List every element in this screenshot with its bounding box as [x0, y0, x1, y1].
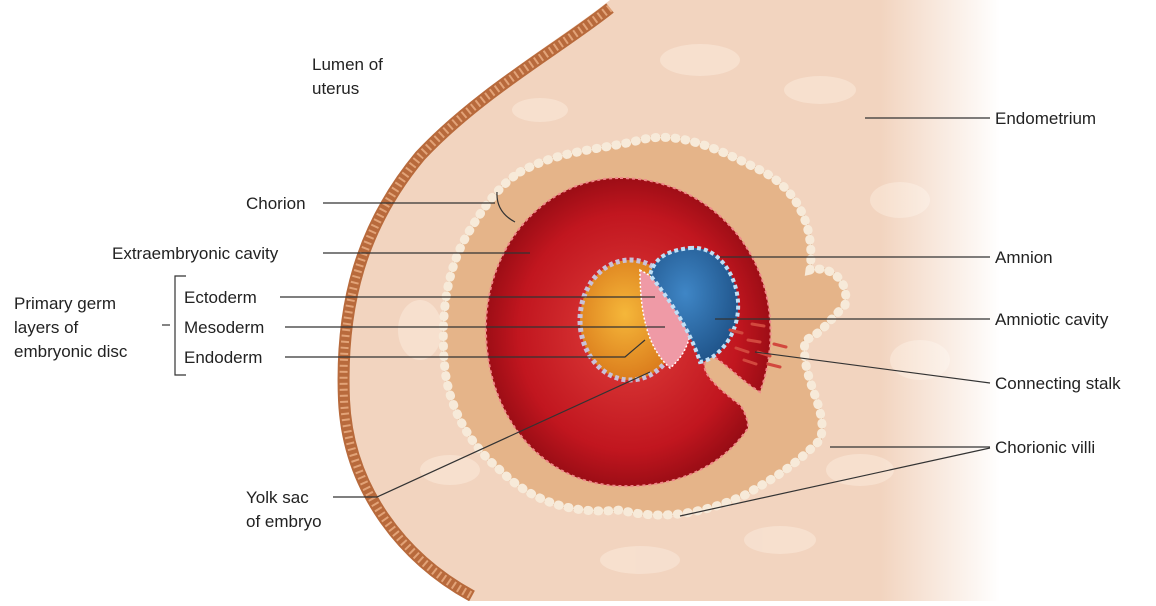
endoderm-label: Endoderm	[184, 348, 262, 367]
mesoderm-label: Mesoderm	[184, 318, 264, 337]
primary-germ-label-line1: Primary germ	[14, 294, 116, 313]
chorionic-villi-label: Chorionic villi	[995, 438, 1095, 457]
ectoderm-label: Ectoderm	[184, 288, 257, 307]
yolk-sac-label-line1: Yolk sac	[246, 488, 309, 507]
primary-germ-label-line3: embryonic disc	[14, 342, 128, 361]
amnion-label: Amnion	[995, 248, 1053, 267]
connecting-stalk-label: Connecting stalk	[995, 374, 1121, 393]
endometrium-fade	[880, 0, 1000, 601]
primary-germ-label-line2: layers of	[14, 318, 79, 337]
lumen-label-line2: uterus	[312, 79, 359, 98]
chorion-label: Chorion	[246, 194, 306, 213]
yolk-sac-label-line2: of embryo	[246, 512, 322, 531]
extraembryonic-cavity-label: Extraembryonic cavity	[112, 244, 279, 263]
endometrium-label: Endometrium	[995, 109, 1096, 128]
amniotic-cavity-label: Amniotic cavity	[995, 310, 1109, 329]
lumen-label-line1: Lumen of	[312, 55, 383, 74]
